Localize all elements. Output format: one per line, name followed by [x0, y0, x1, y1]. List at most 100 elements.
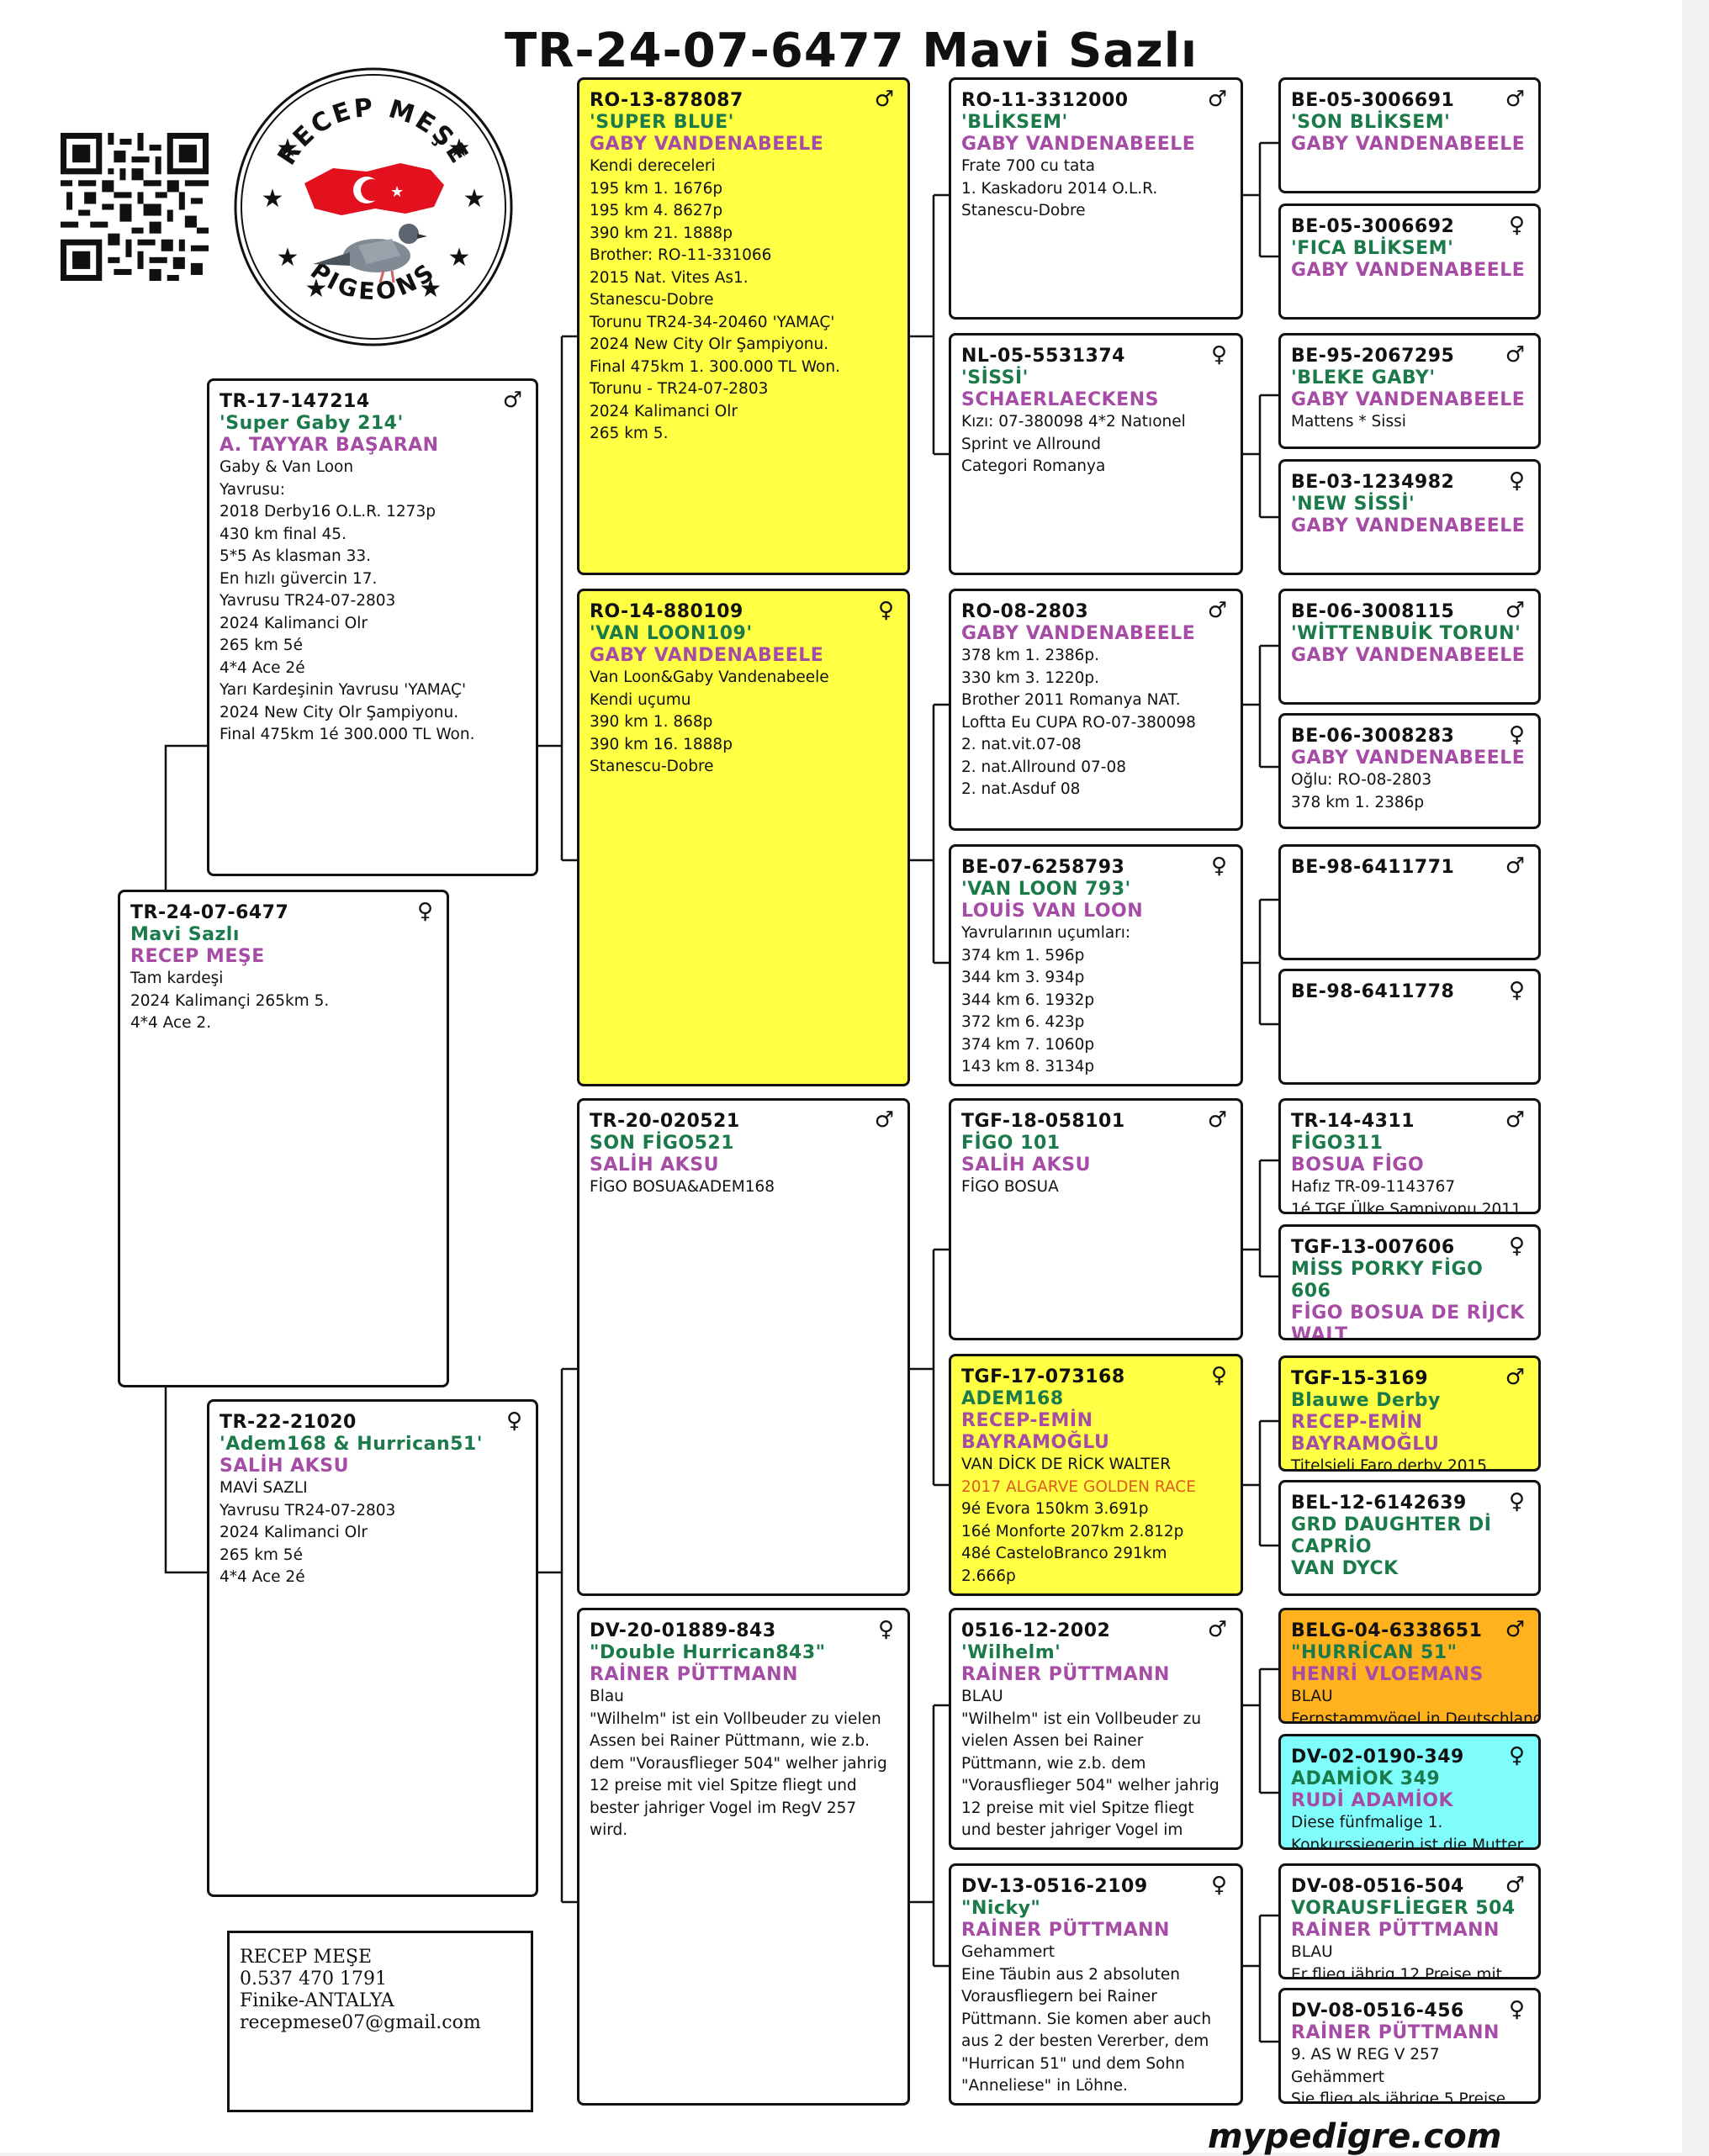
footer-brand[interactable]: mypedigre.com: [1208, 2117, 1502, 2156]
note-line: Kızı: 07-380098 4*2 Natıonel: [961, 413, 1186, 431]
great-grandparent-13-card[interactable]: BELG-04-6338651 ♂ "HURRİCAN 51" HENRİ VL…: [1278, 1608, 1541, 1724]
dam-dam-card[interactable]: DV-20-01889-843 ♀ "Double Hurrican843" R…: [577, 1608, 910, 2106]
note-line: 5*5 As klasman 33.: [220, 547, 372, 565]
bird-name: 'Wilhelm': [961, 1642, 1061, 1663]
great-grandparent-15-card[interactable]: DV-08-0516-504 ♂ VORAUSFLİEGER 504 RAİNE…: [1278, 1863, 1541, 1979]
bird-name: "Nicky": [961, 1898, 1041, 1919]
note-line: 1. Kaskadoru 2014 O.L.R.: [961, 179, 1158, 198]
great-grandparent-8-card[interactable]: BE-98-6411778 ♀: [1278, 969, 1541, 1085]
ring-number: DV-02-0190-349: [1291, 1746, 1464, 1768]
note-line: "Anneliese" in Löhne.: [961, 2077, 1128, 2095]
note-line: 2024 New City Olr Şampiyonu.: [590, 336, 829, 353]
great-grandparent-4-card[interactable]: BE-03-1234982 ♀ 'NEW SİSSİ' GABY VANDENA…: [1278, 459, 1541, 575]
bird-owner: GABY VANDENABEELE: [1291, 260, 1526, 281]
male-icon: ♂: [1505, 342, 1525, 367]
bird-owner: SALİH AKSU: [961, 1155, 1091, 1176]
bird-owner: GABY VANDENABEELE: [1291, 645, 1526, 666]
bird-name: MİSS PORKY FİGO 606: [1291, 1259, 1484, 1302]
sds-card[interactable]: RO-08-2803 ♂ GABY VANDENABEELE 378 km 1.…: [949, 589, 1243, 831]
ssd-card[interactable]: NL-05-5531374 ♀ 'SİSSİ' SCHAERLAECKENS K…: [949, 333, 1243, 575]
great-grandparent-3-card[interactable]: BE-95-2067295 ♂ 'BLEKE GABY' GABY VANDEN…: [1278, 333, 1541, 449]
male-icon: ♂: [1207, 598, 1227, 623]
note-line: Diese fünfmalige 1.: [1291, 1814, 1443, 1831]
great-grandparent-5-card[interactable]: BE-06-3008115 ♂ 'WİTTENBUİK TORUN' GABY …: [1278, 589, 1541, 705]
bird-notes: BLAU "Wilhelm" ist ein Vollbeuder zu vie…: [961, 1686, 1230, 1842]
svg-text:★: ★: [277, 243, 299, 272]
note-line: 330 km 3. 1220p.: [961, 668, 1100, 687]
note-line: "Wilhelm" ist ein Vollbeuder zu vielen: [590, 1709, 881, 1728]
ring-number: 0516-12-2002: [961, 1620, 1111, 1641]
breeder-contact-box: RECEP MEŞE 0.537 470 1791 Finike-ANTALYA…: [227, 1931, 533, 2112]
bird-notes: Kızı: 07-380098 4*2 Natıonel Sprint ve A…: [961, 411, 1230, 478]
great-grandparent-9-card[interactable]: TR-14-4311 ♂ FİGO311 BOSUA FİGO Hafız TR…: [1278, 1098, 1541, 1214]
note-line: Sie flieg als jährige 5 Preise: [1291, 2090, 1506, 2104]
bird-owner: GABY VANDENABEELE: [590, 645, 824, 666]
dam-card[interactable]: TR-22-21020 ♀ 'Adem168 & Hurrican51' SAL…: [207, 1399, 538, 1897]
bird-notes: Mattens * Sissi: [1291, 411, 1528, 434]
bird-name: 'BLİKSEM': [961, 112, 1068, 133]
sdd-card[interactable]: BE-07-6258793 ♀ 'VAN LOON 793' LOUİS VAN…: [949, 844, 1243, 1086]
bird-name: 'VAN LOON109': [590, 623, 753, 644]
great-grandparent-6-card[interactable]: BE-06-3008283 ♀ GABY VANDENABEELE Oğlu: …: [1278, 713, 1541, 829]
bird-owner: RECEP-EMİN BAYRAMOĞLU: [1291, 1412, 1440, 1455]
dss-card[interactable]: TGF-18-058101 ♂ FİGO 101 SALİH AKSU FİGO…: [949, 1098, 1243, 1340]
note-line: BLAU: [1291, 1688, 1333, 1705]
note-line: wird.: [590, 1821, 628, 1839]
note-line: Categori Romanya: [961, 457, 1106, 475]
bird-owner: RAİNER PÜTTMANN: [961, 1664, 1170, 1685]
note-line: Kendi dereceleri: [590, 157, 716, 175]
female-icon: ♀: [877, 598, 894, 623]
ring-number: BE-05-3006691: [1291, 90, 1455, 111]
sss-card[interactable]: RO-11-3312000 ♂ 'BLİKSEM' GABY VANDENABE…: [949, 77, 1243, 320]
bird-owner: HENRİ VLOEMANS: [1291, 1664, 1484, 1685]
note-line: Konkurssiegerin ist die Mutter: [1291, 1836, 1524, 1850]
note-line: 12 preise mit viel Spitze fliegt: [961, 1799, 1194, 1817]
dds-card[interactable]: 0516-12-2002 ♂ 'Wilhelm' RAİNER PÜTTMANN…: [949, 1608, 1243, 1850]
note-line: Kendi uçumu: [590, 690, 691, 709]
bird-notes: Kendi dereceleri 195 km 1. 1676p 195 km …: [590, 156, 897, 446]
sire-dam-card[interactable]: RO-14-880109 ♀ 'VAN LOON109' GABY VANDEN…: [577, 589, 910, 1086]
dam-sire-card[interactable]: TR-20-020521 ♂ SON FİGO521 SALİH AKSU Fİ…: [577, 1098, 910, 1596]
bird-name: 'WİTTENBUİK TORUN': [1291, 623, 1521, 644]
bird-notes: 378 km 1. 2386p. 330 km 3. 1220p. Brothe…: [961, 645, 1230, 801]
subject-bird-card[interactable]: TR-24-07-6477 ♀ Mavi Sazlı RECEP MEŞE Ta…: [118, 890, 449, 1387]
great-grandparent-14-card[interactable]: DV-02-0190-349 ♀ ADAMİOK 349 RUDİ ADAMİO…: [1278, 1734, 1541, 1850]
ddd-card[interactable]: DV-13-0516-2109 ♀ "Nicky" RAİNER PÜTTMAN…: [949, 1863, 1243, 2106]
great-grandparent-11-card[interactable]: TGF-15-3169 ♂ Blauwe Derby RECEP-EMİN BA…: [1278, 1355, 1541, 1472]
qr-code-icon: [61, 133, 209, 281]
bird-owner: RAİNER PÜTTMANN: [1291, 2022, 1500, 2043]
bird-name: "HURRİCAN 51": [1291, 1642, 1458, 1663]
svg-text:★: ★: [448, 134, 471, 163]
ring-number: TGF-15-3169: [1291, 1368, 1429, 1389]
male-icon: ♂: [1505, 1873, 1525, 1898]
bird-notes: Tam kardeşi 2024 Kalimançi 265km 5. 4*4 …: [130, 968, 437, 1035]
contact-name: RECEP MEŞE: [240, 1947, 373, 1968]
bird-notes: 9. AS W REG V 257 Gehämmert Sie flieg al…: [1291, 2044, 1528, 2104]
great-grandparent-12-card[interactable]: BEL-12-6142639 ♀ GRD DAUGHTER Dİ CAPRİO …: [1278, 1480, 1541, 1596]
great-grandparent-10-card[interactable]: TGF-13-007606 ♀ MİSS PORKY FİGO 606 FİGO…: [1278, 1224, 1541, 1340]
dsd-card[interactable]: TGF-17-073168 ♀ ADEM168 RECEP-EMİN BAYRA…: [949, 1354, 1243, 1596]
bird-owner: VAN DYCK: [1291, 1558, 1399, 1579]
contact-phone[interactable]: 0.537 470 1791: [240, 1968, 387, 1990]
bird-notes: Diese fünfmalige 1. Konkurssiegerin ist …: [1291, 1812, 1528, 1850]
female-icon: ♀: [1508, 722, 1525, 748]
great-grandparent-7-card[interactable]: BE-98-6411771 ♂: [1278, 844, 1541, 960]
note-line: Blau: [590, 1688, 624, 1705]
sire-card[interactable]: TR-17-147214 ♂ 'Super Gaby 214' A. TAYYA…: [207, 378, 538, 876]
note-line: 1é TGF Ülke Şampiyonu 2011: [1291, 1200, 1521, 1214]
contact-email[interactable]: recepmese07@gmail.com: [240, 2012, 481, 2033]
note-line: Stanescu-Dobre: [961, 202, 1086, 219]
ring-number: TR-24-07-6477: [130, 902, 289, 923]
svg-text:★: ★: [305, 274, 328, 304]
sire-sire-card[interactable]: RO-13-878087 ♂ 'SUPER BLUE' GABY VANDENA…: [577, 77, 910, 575]
great-grandparent-2-card[interactable]: BE-05-3006692 ♀ 'FICA BLİKSEM' GABY VAND…: [1278, 203, 1541, 320]
ring-number: TR-14-4311: [1291, 1111, 1415, 1132]
male-icon: ♂: [1505, 1617, 1525, 1642]
great-grandparent-16-card[interactable]: DV-08-0516-456 ♀ RAİNER PÜTTMANN 9. AS W…: [1278, 1988, 1541, 2104]
recep-mese-pigeons-logo: RECEP MEŞE PIGEONS ★★ ★★ ★★ ★★ ★: [234, 67, 513, 346]
bird-name: GRD DAUGHTER Dİ CAPRİO: [1291, 1514, 1492, 1557]
bird-notes: BLAU Fernstammvögel in Deutschland: [1291, 1686, 1538, 1721]
note-line: Assen bei Rainer Püttmann, wie z.b.: [590, 1732, 870, 1750]
ring-number: RO-08-2803: [961, 601, 1089, 622]
great-grandparent-1-card[interactable]: BE-05-3006691 ♂ 'SON BLİKSEM' GABY VANDE…: [1278, 77, 1541, 193]
